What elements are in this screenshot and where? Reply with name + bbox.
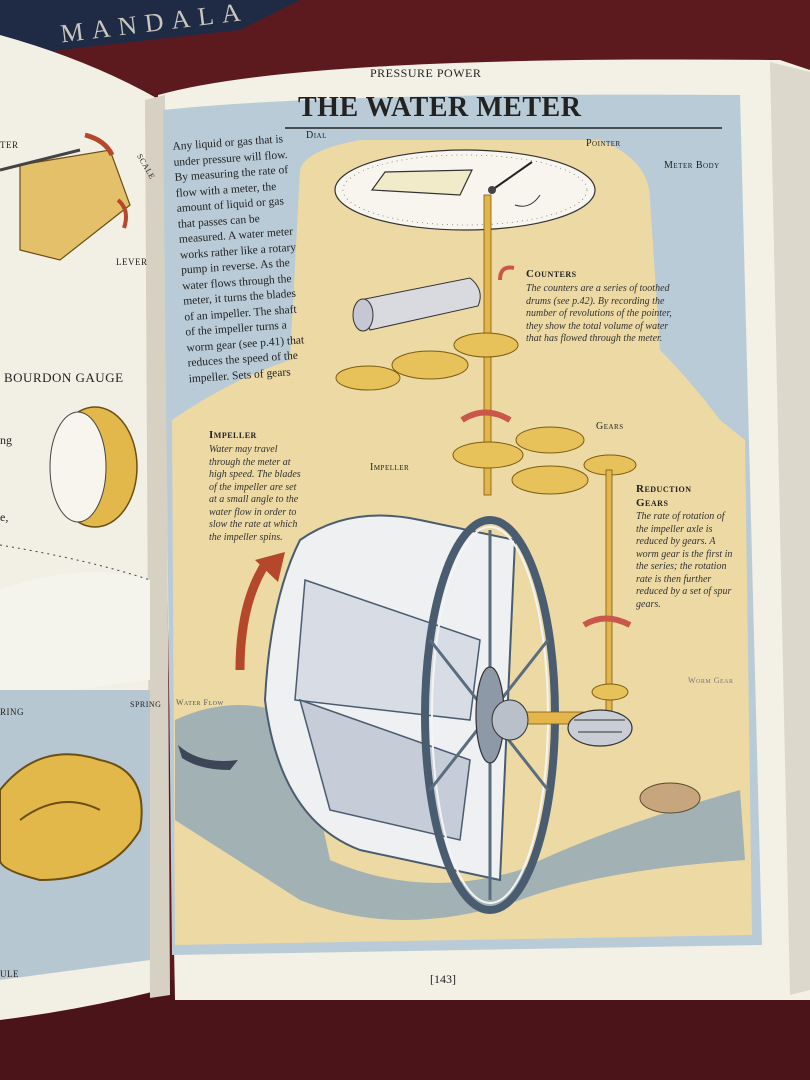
reduction-shaft [605, 469, 613, 721]
water-flow-area [175, 705, 745, 920]
label-reduction: Reduction [636, 483, 692, 495]
label-reduction-gears: Gears [636, 497, 669, 509]
label-gears: Gears [596, 421, 624, 432]
page-number: [143] [430, 972, 456, 986]
left-label-spring: SPRING [130, 700, 162, 709]
dial-face [334, 149, 596, 231]
counter-drums [352, 277, 481, 332]
left-fragment-1: ng [0, 433, 12, 447]
label-impeller: Impeller [370, 462, 410, 473]
label-pointer: Pointer [586, 138, 621, 149]
rock-island [639, 782, 701, 814]
impeller-drawing [263, 514, 559, 914]
page-title: THE WATER METER [298, 92, 582, 123]
caption-impeller: Water may travel through the meter at hi… [209, 444, 301, 543]
label-meter-body: Meter Body [664, 160, 720, 171]
flow-arrow [235, 557, 272, 671]
spring-drawing [0, 544, 151, 980]
left-label-spring-left: RING [0, 707, 24, 717]
worm-gear [567, 709, 633, 747]
dial-window [370, 169, 473, 196]
section-header: PRESSURE POWER [370, 66, 482, 80]
label-worm-gear: Worm Gear [688, 676, 734, 685]
left-label-pointer: TER [0, 140, 19, 150]
left-fragment-2: e, [0, 510, 9, 524]
intro-paragraph: Any liquid or gas that is under pressure… [172, 133, 305, 389]
label-impeller-caption: Impeller [209, 429, 257, 441]
left-fragment-bottom: ULE [0, 969, 19, 979]
label-counters: Counters [526, 268, 577, 280]
left-title-bourdon-gauge: BOURDON GAUGE [4, 370, 124, 385]
boat [178, 745, 238, 770]
left-label-lever: LEVER [116, 257, 148, 267]
caption-reduction-gears: The rate of rotation of the impeller axl… [636, 511, 733, 610]
gear-set [335, 332, 637, 495]
label-water-flow: Water Flow [176, 698, 224, 707]
pointer-needle [491, 161, 533, 191]
bourdon-gauge-drawing [0, 132, 138, 528]
label-dial: Dial [306, 130, 327, 141]
book-cover-corner [0, 0, 300, 60]
caption-counters: The counters are a series of toothed dru… [526, 283, 672, 344]
